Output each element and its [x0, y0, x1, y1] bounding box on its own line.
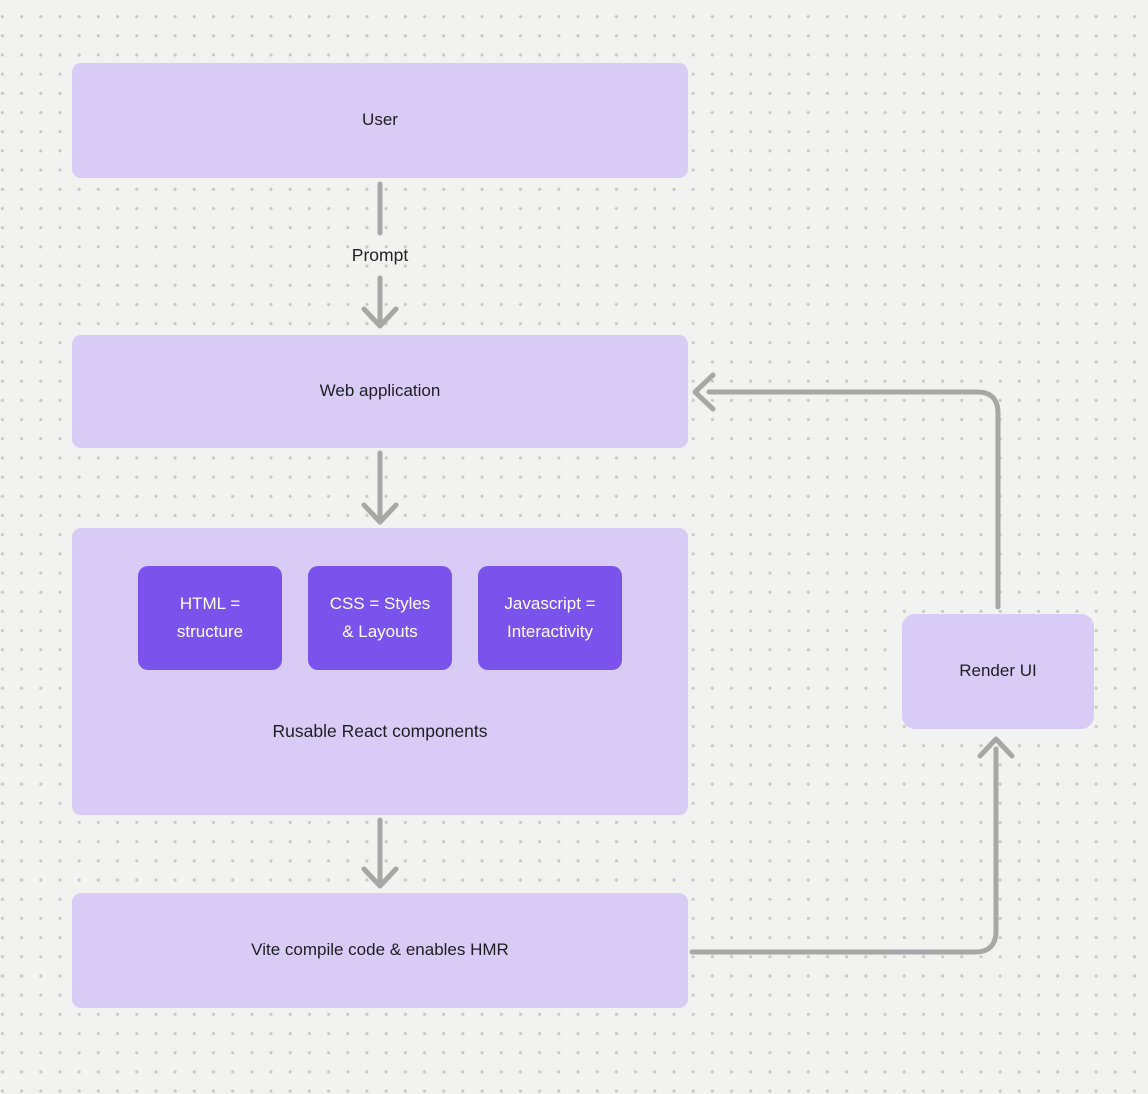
node-render-ui-label: Render UI: [959, 661, 1037, 681]
node-vite[interactable]: Vite compile code & enables HMR: [72, 893, 688, 1008]
subnode-css[interactable]: CSS = Styles & Layouts: [308, 566, 452, 670]
arrow-vite-to-render-ui-icon: [689, 736, 1015, 955]
arrow-down-components-to-vite-icon: [361, 817, 399, 889]
subnode-css-label: CSS = Styles & Layouts: [329, 594, 431, 641]
subnode-javascript[interactable]: Javascript = Interactivity: [478, 566, 622, 670]
node-web-application[interactable]: Web application: [72, 335, 688, 448]
node-vite-label: Vite compile code & enables HMR: [251, 940, 509, 960]
edge-label-prompt: Prompt: [351, 245, 409, 265]
subnode-html-label: HTML = structure: [176, 594, 244, 641]
arrow-down-prompt-to-webapp-icon: [361, 275, 399, 329]
arrow-render-ui-to-webapp-icon: [692, 372, 1001, 610]
subnode-javascript-label: Javascript = Interactivity: [504, 594, 596, 641]
arrow-down-webapp-to-components-icon: [361, 450, 399, 525]
node-render-ui[interactable]: Render UI: [902, 614, 1094, 729]
node-user-label: User: [362, 110, 398, 130]
node-web-application-label: Web application: [319, 381, 441, 401]
node-user[interactable]: User: [72, 63, 688, 178]
components-group-caption: Rusable React components: [272, 721, 488, 741]
node-components-group[interactable]: HTML = structure CSS = Styles & Layouts …: [72, 528, 688, 815]
subnode-html[interactable]: HTML = structure: [138, 566, 282, 670]
